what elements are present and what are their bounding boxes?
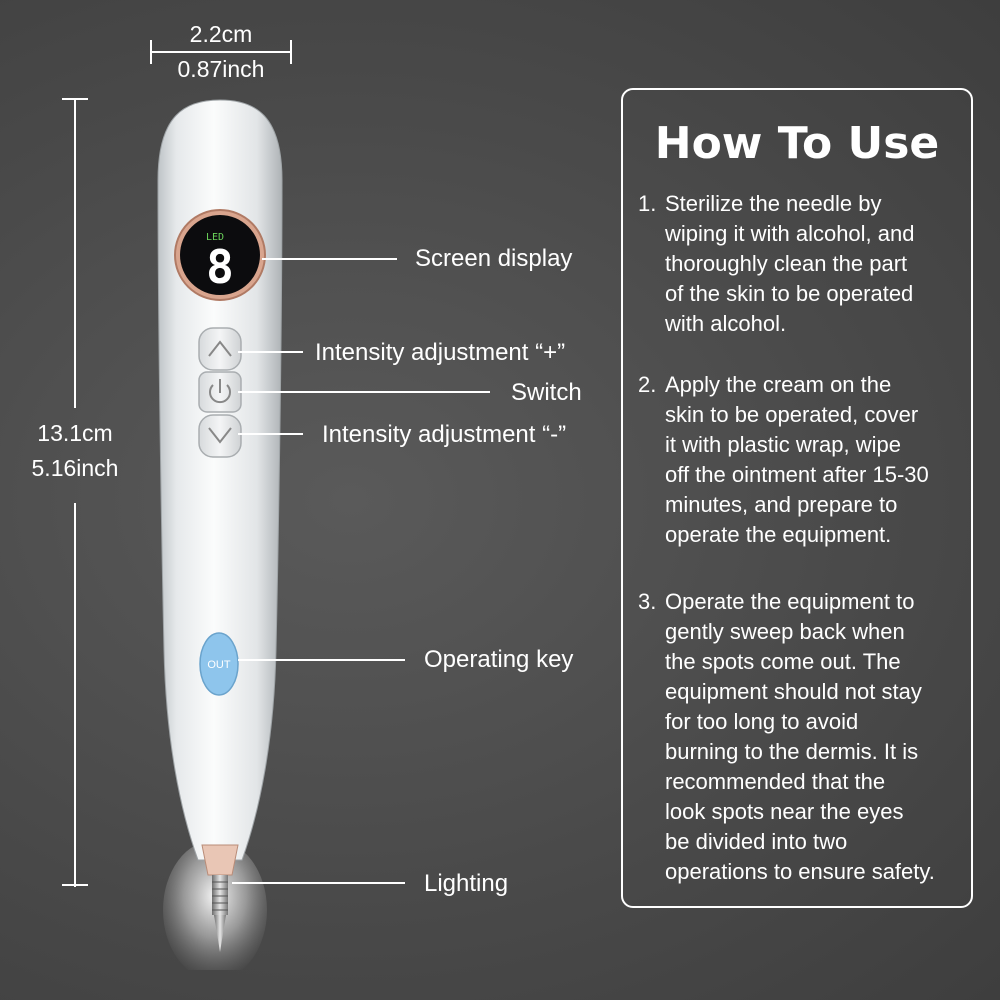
step-line: for too long to avoid	[665, 709, 859, 734]
width-inch-label: 0.87inch	[177, 56, 265, 82]
width-cm-label: 2.2cm	[189, 21, 253, 47]
callout-line-lighting	[232, 882, 405, 884]
step-line: wiping it with alcohol, and	[665, 221, 915, 246]
how-to-use-title: How To Use	[654, 118, 940, 169]
step-number: 3.	[638, 589, 657, 614]
operating-key-text: OUT	[207, 659, 231, 671]
step-line: Operate the equipment to	[665, 589, 915, 614]
callout-line-minus	[238, 433, 303, 435]
step-line: skin to be operated, cover	[665, 402, 919, 427]
display-digit: 8	[206, 240, 234, 294]
height-inch-label: 5.16inch	[31, 455, 119, 481]
needle-tip	[214, 915, 226, 952]
intensity-minus-label: Intensity adjustment “-”	[322, 421, 567, 448]
display-screen	[180, 215, 260, 295]
down-arrow-icon	[208, 427, 232, 444]
step-line: Apply the cream on the	[665, 372, 892, 397]
intensity-plus-label: Intensity adjustment “+”	[315, 339, 566, 366]
step-line: operations to ensure safety.	[665, 859, 935, 884]
step-line: recommended that the	[665, 769, 886, 794]
step-line: gently sweep back when	[665, 619, 905, 644]
width-dimension	[150, 38, 292, 68]
switch-label: Switch	[511, 379, 582, 406]
step-number: 2.	[638, 372, 657, 397]
screen-display-label: Screen display	[415, 245, 573, 272]
callout-line-switch	[238, 391, 490, 393]
step-line: operate the equipment.	[665, 522, 892, 547]
step-line: minutes, and prepare to	[665, 492, 898, 517]
how-to-use-panel	[621, 88, 973, 908]
step-line: equipment should not stay	[665, 679, 922, 704]
step-line: off the ointment after 15-30	[665, 462, 929, 487]
operating-key-label: Operating key	[424, 646, 574, 673]
step-line: burning to the dermis. It is	[665, 739, 919, 764]
step-line: it with plastic wrap, wipe	[665, 432, 901, 457]
step-line: the spots come out. The	[665, 649, 901, 674]
step-line: thoroughly clean the part	[665, 251, 908, 276]
mole-removal-pen: LED 8 OUT	[157, 99, 283, 970]
plus-button	[198, 327, 242, 371]
operating-key	[199, 632, 239, 696]
step-line: of the skin to be operated	[665, 281, 914, 306]
power-icon	[209, 384, 231, 404]
display-indicator: LED	[206, 232, 224, 243]
pen-body	[157, 99, 283, 861]
step-line: be divided into two	[665, 829, 848, 854]
height-cm-label: 13.1cm	[37, 420, 113, 446]
step-line: Sterilize the needle by	[665, 191, 882, 216]
step-line: with alcohol.	[665, 311, 787, 336]
callout-line-plus	[238, 351, 303, 353]
lighting-label: Lighting	[424, 870, 509, 897]
up-arrow-icon	[208, 340, 232, 357]
step-line: look spots near the eyes	[665, 799, 904, 824]
pen-collar	[201, 844, 239, 876]
callout-line-screen	[262, 258, 397, 260]
step-number: 1.	[638, 191, 657, 216]
minus-button	[198, 414, 242, 458]
height-dimension	[60, 98, 90, 888]
callout-line-operating	[238, 659, 405, 661]
needle-spring	[212, 875, 228, 915]
